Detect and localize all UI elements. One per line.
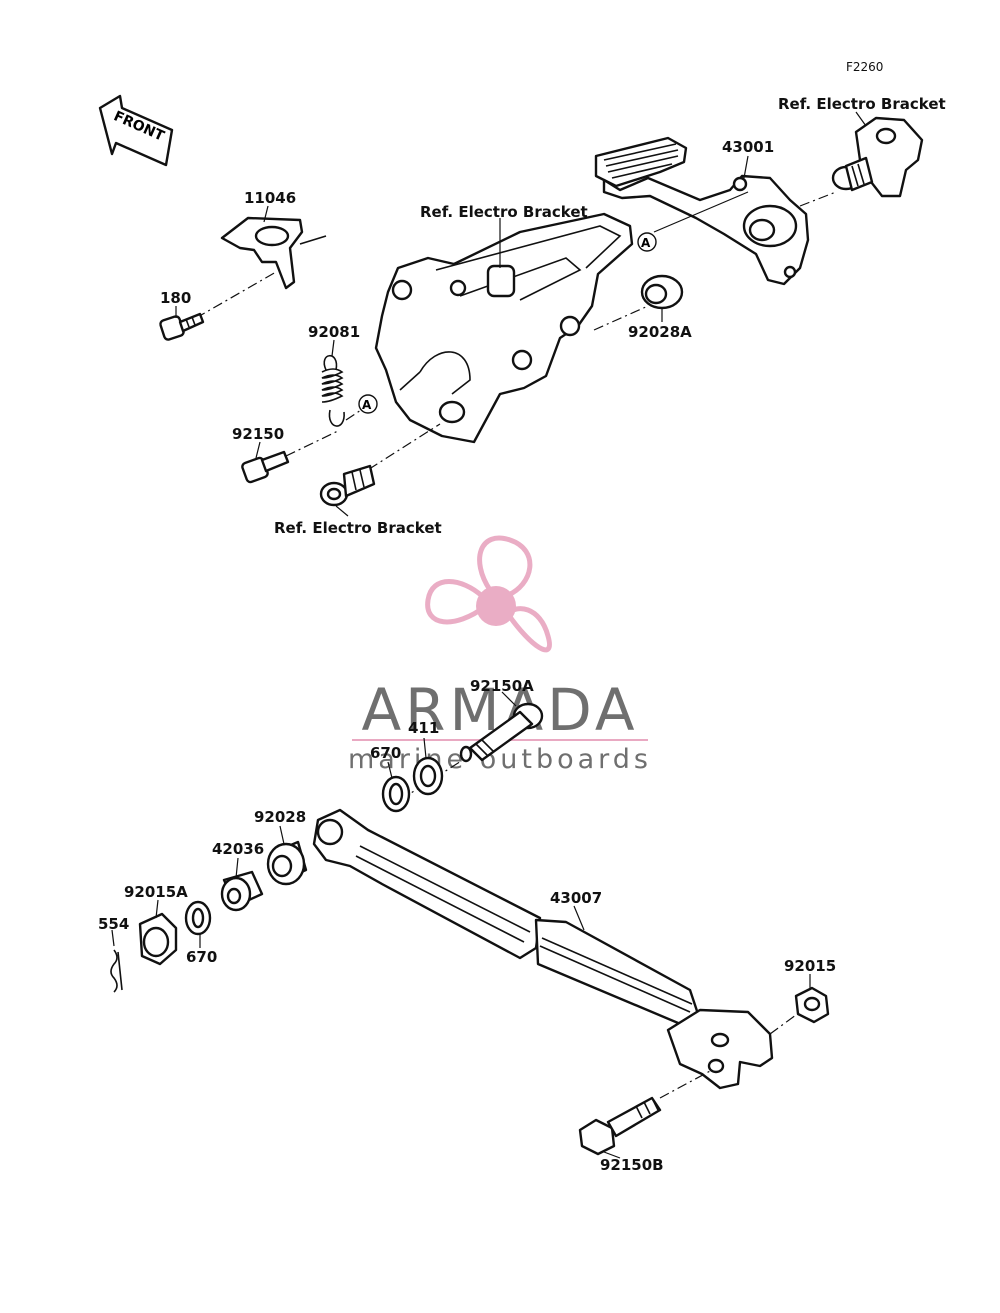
part-92150-bolt [241, 450, 290, 484]
part-92150a-bolt [459, 702, 544, 763]
label-92028a: 92028A [628, 323, 692, 341]
axis-line [345, 407, 365, 421]
label-92081: 92081 [308, 323, 360, 341]
ref-marker-a-right: A [637, 232, 657, 252]
propeller-logo-icon [425, 535, 552, 653]
leader-lines [111, 111, 867, 1159]
label-411: 411 [408, 719, 439, 737]
label-670-lower: 670 [186, 948, 217, 966]
axis-line [799, 191, 837, 207]
part-92015a-nut [138, 912, 178, 966]
label-43007: 43007 [550, 889, 602, 907]
svg-text:A: A [641, 236, 651, 250]
label-180: 180 [160, 289, 191, 307]
label-92028: 92028 [254, 808, 306, 826]
leader-line [653, 191, 749, 233]
part-92081-spring [321, 354, 345, 427]
axis-line [769, 1011, 801, 1035]
label-92015: 92015 [784, 957, 836, 975]
part-92028a-bush [640, 274, 684, 310]
part-92015-nut [794, 986, 830, 1024]
ref-marker-a-left: A [358, 394, 378, 414]
part-180-bolt [159, 312, 205, 341]
pedal-bracket [374, 212, 634, 444]
part-11046-bracket [220, 216, 327, 290]
part-92150b-bolt [578, 1096, 662, 1156]
figure-code: F2260 [846, 60, 883, 74]
ref-bracket-top-clevis [831, 116, 924, 198]
part-411-washer [412, 756, 444, 796]
axis-line [659, 1069, 713, 1099]
label-42036: 42036 [212, 840, 264, 858]
label-43001: 43001 [722, 138, 774, 156]
label-92150: 92150 [232, 425, 284, 443]
label-ref-bracket-mid: Ref. Electro Bracket [420, 203, 588, 221]
axis-line [285, 429, 341, 457]
axis-line [399, 757, 467, 801]
part-43007-rod [312, 808, 774, 1090]
label-ref-bracket-top: Ref. Electro Bracket [778, 95, 946, 113]
label-92150b: 92150B [600, 1156, 664, 1174]
label-ref-bracket-bottom: Ref. Electro Bracket [274, 519, 442, 537]
svg-text:A: A [362, 398, 372, 412]
pedal-tread [603, 143, 679, 179]
label-92150a: 92150A [470, 677, 534, 695]
part-670-washer-upper [381, 775, 411, 813]
part-92028-bush [266, 840, 308, 886]
label-92015a: 92015A [124, 883, 188, 901]
front-arrow-icon: FRONT [98, 94, 174, 167]
part-670-washer-lower [184, 900, 212, 936]
label-670-upper: 670 [370, 744, 401, 762]
part-43001-brake-pedal [594, 136, 810, 286]
label-11046: 11046 [244, 189, 296, 207]
axis-line [351, 423, 441, 481]
axis-line [593, 305, 649, 331]
ref-bracket-bottom-bolt [319, 464, 376, 507]
label-554: 554 [98, 915, 129, 933]
part-42036-collar [220, 870, 264, 912]
part-554-cotter-pin [110, 949, 123, 993]
axis-line [195, 271, 277, 319]
